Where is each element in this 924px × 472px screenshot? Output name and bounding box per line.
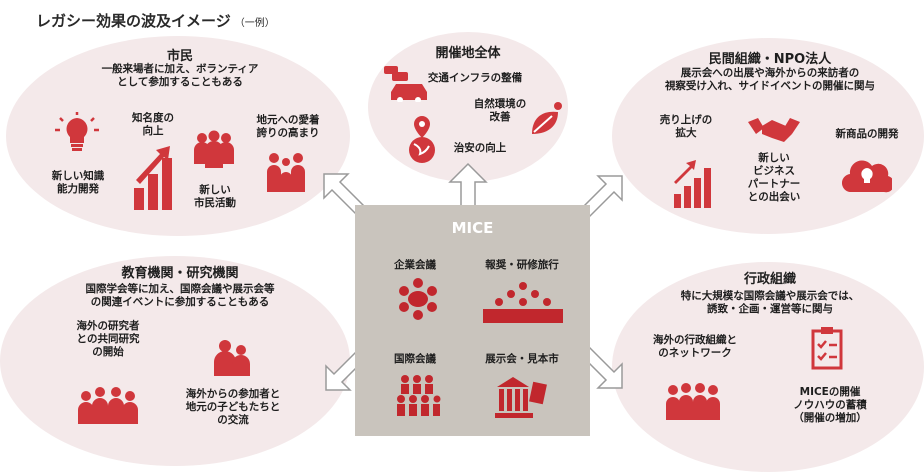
education-item-1-line-1: 海外の研究者 [76,320,140,332]
citizens-heading: 市民 [166,49,193,64]
people-group-icon [194,130,234,168]
sales-chart-icon [674,160,711,208]
mice-item-exhibition: 展示会・見本市 [485,353,559,365]
globe-pin-icon [409,116,435,163]
private-item-2-line-4: との出会い [747,191,801,203]
citizens-item-1-line-2: 能力開発 [57,183,99,195]
officials-icon [666,383,720,420]
bar-chart-up-icon [134,146,172,210]
private-item-1-line-1: 売り上げの [659,114,713,126]
host-area-item-1: 交通インフラの整備 [427,72,523,84]
diagram-title: レガシー効果の波及イメージ（一例） [36,12,275,30]
education-heading: 教育機関・研究機関 [121,266,239,281]
private-item-3: 新商品の開発 [835,128,899,140]
exhibition-icon [495,377,547,418]
host-area-item-2-line-1: 自然環境の [473,98,527,110]
researchers-icon [78,387,138,424]
arrow-to-host-area [448,162,488,207]
family-icon [267,153,305,192]
private-item-2-line-3: パートナー [747,178,801,190]
private-item-2-line-2: ビジネス [753,165,795,177]
citizens-item-2-line-1: 知名度の [132,112,174,124]
education-item-1-line-2: との共同研究 [76,333,140,345]
private-item-2-line-1: 新しい [758,152,790,164]
education-item-1-line-3: の開始 [92,346,124,358]
education-bubble [0,256,350,466]
education-desc-1: 国際学会等に加え、国際会議や展示会等 [85,283,275,295]
host-area-bubble [368,32,568,182]
handshake-icon [748,118,800,142]
citizens-desc-2: として参加することもある [117,76,243,88]
private-item-1-line-2: 拡大 [675,127,697,139]
government-item-2-line-1: MICEの開催 [799,386,861,398]
government-item-2-line-3: （開催の増加） [793,412,867,424]
citizens-item-2-line-2: 向上 [142,125,164,137]
government-desc-2: 誘致・企画・運営等に関与 [707,303,833,315]
mice-item-convention: 国際会議 [394,353,436,365]
tour-group-icon [483,282,563,323]
citizens-bubble [6,36,350,236]
checklist-icon [811,327,843,370]
citizens-desc-1: 一般来場者に加え、ボランティア [101,63,259,75]
cars-icon [384,66,427,102]
mice-item-incentive-travel: 報奨・研修旅行 [485,259,559,271]
host-area-heading: 開催地全体 [435,46,501,61]
education-item-2-line-2: 地元の子どもたちと [185,401,281,413]
idea-cloud-icon [842,160,892,193]
citizens-item-1-line-1: 新しい知識 [51,170,105,182]
mice-heading: MICE [451,219,494,237]
mice-box: MICE 企業会議 報奨・研修旅行 国際会議 展示会・見本市 [355,205,590,436]
citizens-item-3-line-1: 新しい [199,184,231,196]
education-item-2-line-3: の交流 [217,414,249,426]
citizens-item-3-line-2: 市民活動 [194,197,236,209]
government-item-1-line-2: のネットワーク [658,347,732,359]
private-heading: 民間組織・NPO法人 [708,52,832,67]
lightbulb-icon [55,112,99,151]
private-desc-2: 視察受け入れ、サイドイベントの開催に関与 [664,80,876,92]
citizens-item-4-line-1: 地元への愛着 [256,114,320,126]
host-area-item-3: 治安の向上 [453,142,507,154]
kids-icon [214,340,250,376]
conference-icon [397,375,441,416]
education-desc-2: の関連イベントに参加することもある [90,296,270,308]
host-area-item-2-line-2: 改善 [489,111,511,123]
leaf-sun-icon [532,102,562,134]
private-desc-1: 展示会への出展や海外からの来訪者の [680,67,860,79]
citizens-item-4-line-2: 誇りの高まり [256,127,320,139]
government-heading: 行政組織 [743,272,796,287]
government-item-1-line-1: 海外の行政組織と [653,334,737,346]
government-desc-1: 特に大規模な国際会議や展示会では、 [680,290,860,302]
mice-item-corporate-meeting: 企業会議 [394,259,436,271]
education-item-2-line-1: 海外からの参加者と [185,388,281,400]
meeting-icon [399,278,437,320]
government-item-2-line-2: ノウハウの蓄積 [793,399,867,411]
